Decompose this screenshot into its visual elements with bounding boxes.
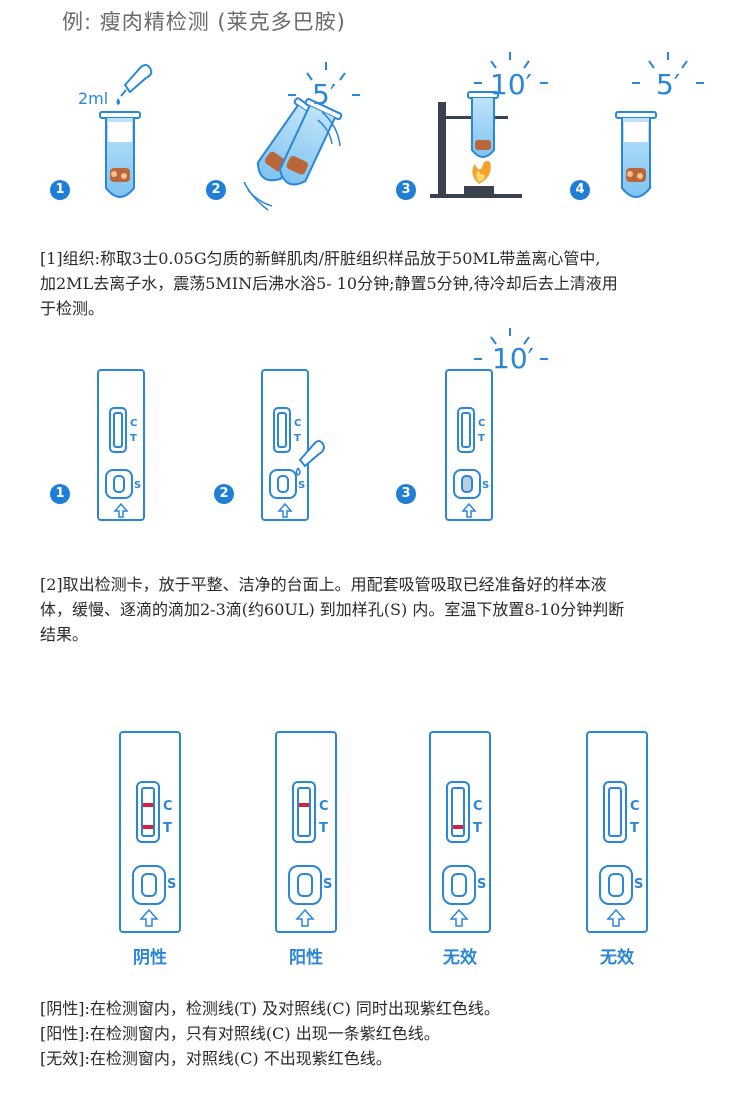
result-card-invalid: [586, 731, 648, 933]
step-number: 2: [214, 484, 234, 504]
card-labels: C T: [319, 796, 329, 840]
control-line-label: C: [319, 799, 329, 814]
test-line-label: T: [630, 821, 639, 836]
text-line: 体，缓慢、逐滴的滴加2-3滴(约60UL) 到加样孔(S) 内。室温下放置8-1…: [40, 600, 625, 619]
page-title: 例: 瘦肉精检测 (莱克多巴胺): [62, 10, 346, 34]
step2-illustration: [97, 328, 548, 521]
step-number: 3: [396, 484, 416, 504]
result-label-negative: 阴性: [133, 948, 167, 968]
result-card-invalid: [429, 731, 491, 933]
text-line: [无效]:在检测窗内，对照线(C) 不出现紫红色线。: [40, 1049, 392, 1068]
timer-10min: 10′: [492, 342, 534, 375]
result-label-positive: 阳性: [289, 948, 323, 968]
control-line-label: C: [130, 418, 138, 429]
card-labels: C T: [130, 416, 137, 446]
test-line-label: T: [473, 821, 482, 836]
text-line: [1]组织:称取3士0.05G匀质的新鲜肌肉/肝脏组织样品放于50ML带盖离心管…: [40, 249, 601, 268]
dropper-icon: [295, 440, 325, 476]
step-number: 4: [570, 180, 590, 200]
step-number: 2: [206, 180, 226, 200]
test-card-icon: [445, 369, 493, 521]
text-line: [2]取出检测卡，放于平整、洁净的台面上。用配套吸管吸取已经准备好的样本液: [40, 575, 607, 594]
result-card-negative: [119, 731, 181, 933]
shaking-tubes-icon: [243, 97, 343, 211]
step-number: 3: [396, 180, 416, 200]
sample-well-label: S: [167, 877, 177, 892]
control-line-label: C: [163, 799, 173, 814]
dropper-icon: [116, 64, 153, 105]
timer-5min: 5′: [656, 68, 681, 101]
result-label-invalid: 无效: [600, 948, 634, 968]
step-number: 1: [50, 484, 70, 504]
text-line: [阳性]:在检测窗内，只有对照线(C) 出现一条紫红色线。: [40, 1024, 440, 1043]
sample-well-label: S: [298, 480, 306, 491]
step1-instructions: [1]组织:称取3士0.05G匀质的新鲜肌肉/肝脏组织样品放于50ML带盖离心管…: [40, 246, 710, 321]
timer-5min: 5′: [312, 78, 337, 111]
step1-illustration: 2ml: [78, 52, 704, 211]
card-labels: C T: [294, 416, 301, 446]
test-line-label: T: [130, 433, 137, 444]
test-card-icon: [97, 369, 145, 521]
card-labels: C T: [163, 796, 173, 840]
card-labels: C T: [473, 796, 483, 840]
sample-well-label: S: [323, 877, 333, 892]
test-line-mark: [453, 825, 463, 829]
step2-instructions: [2]取出检测卡，放于平整、洁净的台面上。用配套吸管吸取已经准备好的样本液 体，…: [40, 572, 710, 647]
test-tube-icon: [615, 111, 657, 198]
sample-well-label: S: [477, 877, 487, 892]
control-line-label: C: [294, 418, 302, 429]
card-labels: C T: [478, 416, 485, 446]
sample-well-label: S: [482, 480, 490, 491]
test-line-label: T: [319, 821, 328, 836]
control-line-mark: [299, 803, 309, 807]
water-bath-stand-icon: [430, 91, 522, 198]
test-line-label: T: [294, 433, 301, 444]
result-card-positive: [275, 731, 337, 933]
timer-rays-icon: [288, 52, 704, 96]
text-line: 加2ML去离子水，震荡5MIN后沸水浴5- 10分钟;静置5分钟,待冷却后去上清…: [40, 274, 618, 293]
volume-label: 2ml: [78, 89, 108, 108]
test-line-mark: [143, 825, 153, 829]
test-card-icon: [261, 369, 309, 521]
test-line-label: T: [478, 433, 485, 444]
card-labels: C T: [630, 796, 640, 840]
control-line-mark: [143, 803, 153, 807]
test-line-label: T: [163, 821, 172, 836]
test-tube-icon: [99, 111, 141, 198]
text-line: [阴性]:在检测窗内，检测线(T) 及对照线(C) 同时出现紫红色线。: [40, 999, 500, 1018]
text-line: 结果。: [40, 625, 89, 644]
control-line-label: C: [478, 418, 486, 429]
result-notes: [阴性]:在检测窗内，检测线(T) 及对照线(C) 同时出现紫红色线。 [阳性]…: [40, 996, 710, 1071]
timer-rays-icon: [474, 328, 548, 360]
sample-well-label: S: [134, 480, 142, 491]
step-number: 1: [50, 180, 70, 200]
results-illustration: [119, 731, 648, 933]
sample-well-label: S: [634, 877, 644, 892]
result-label-invalid: 无效: [443, 948, 477, 968]
text-line: 于检测。: [40, 299, 105, 318]
control-line-label: C: [473, 799, 483, 814]
control-line-label: C: [630, 799, 640, 814]
timer-10min: 10′: [490, 68, 532, 101]
